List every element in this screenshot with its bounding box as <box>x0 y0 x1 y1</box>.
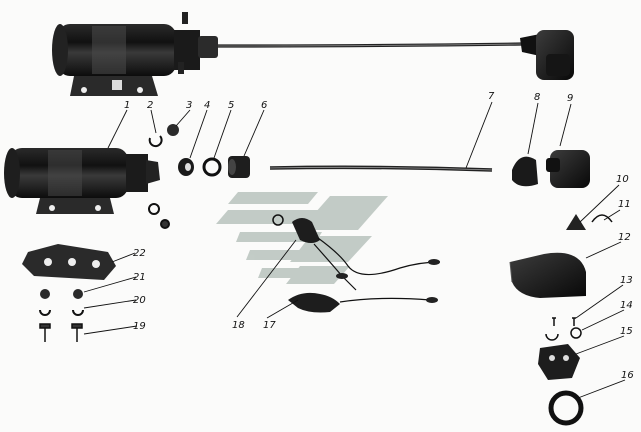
callout-18: 18 <box>232 320 245 331</box>
callout-21: 21 <box>133 272 146 283</box>
washer-5 <box>202 157 222 177</box>
bolts-19 <box>39 323 83 342</box>
callout-19: 19 <box>133 321 146 332</box>
callout-2: 2 <box>147 100 153 111</box>
callout-7: 7 <box>488 91 495 102</box>
callout-6: 6 <box>261 100 267 111</box>
callout-15: 15 <box>620 326 633 337</box>
callout-1: 1 <box>124 100 130 111</box>
spring-washer-2 <box>148 135 163 148</box>
assembled-coil-top <box>52 12 574 96</box>
clip-11 <box>591 214 613 223</box>
callout-13: 13 <box>620 275 633 286</box>
terminal-cover-9 <box>546 150 590 188</box>
terminal-block-15 <box>538 344 580 380</box>
callout-4: 4 <box>204 100 210 111</box>
callout-8: 8 <box>534 92 540 103</box>
nuts-21 <box>40 289 83 299</box>
callout-labels: 1 2 3 4 5 6 7 8 9 10 11 12 13 14 15 16 1… <box>124 91 634 381</box>
spring-contact-10 <box>566 214 586 230</box>
leader-lines <box>83 101 626 399</box>
gasket-16 <box>548 390 584 426</box>
nut-3 <box>167 124 179 136</box>
grommet-4 <box>178 158 194 176</box>
callout-22: 22 <box>133 248 146 259</box>
ignition-coil <box>4 148 160 214</box>
suppressor-18 <box>272 214 441 291</box>
callout-17: 17 <box>263 320 276 331</box>
suppressor-17 <box>288 292 438 313</box>
callout-20: 20 <box>133 295 146 306</box>
rubber-boot-12 <box>509 252 586 298</box>
callout-11: 11 <box>618 199 631 210</box>
rubber-cap-8 <box>512 156 538 187</box>
washer-14 <box>570 317 582 339</box>
washers-20 <box>39 309 84 316</box>
cap-nut-6 <box>228 156 250 178</box>
mounting-plate-22 <box>22 244 116 280</box>
callout-5: 5 <box>228 100 234 111</box>
screw-13 <box>545 317 559 341</box>
callout-10: 10 <box>616 174 629 185</box>
callout-3: 3 <box>186 100 192 111</box>
callout-9: 9 <box>567 93 573 104</box>
callout-12: 12 <box>618 232 631 243</box>
coil-small-parts <box>148 203 170 229</box>
callout-16: 16 <box>621 370 634 381</box>
callout-14: 14 <box>620 300 633 311</box>
